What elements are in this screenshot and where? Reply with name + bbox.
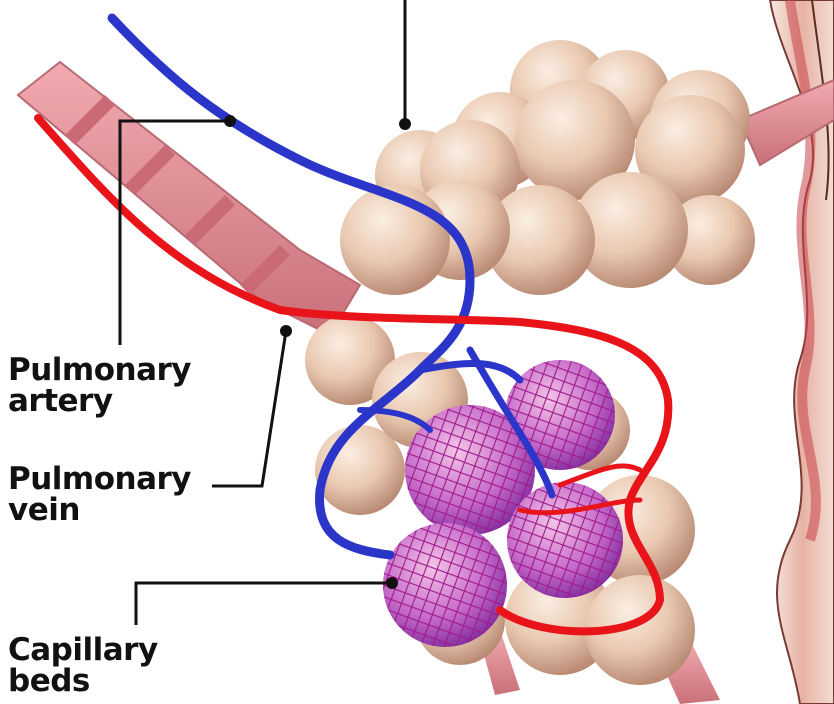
label-pulmonary-artery-line1: Pulmonary (8, 355, 191, 386)
label-pulmonary-artery-line2: artery (8, 386, 191, 417)
label-pulmonary-artery: Pulmonary artery (8, 355, 191, 417)
label-capillary-beds: Capillary beds (8, 635, 158, 697)
leader-line-capillary (136, 583, 392, 625)
leader-lines (120, 0, 405, 625)
leader-line-vein (212, 331, 286, 486)
leader-dot-capillary (386, 577, 398, 589)
label-capillary-beds-line2: beds (8, 666, 158, 697)
upper-alveolar-cluster (340, 40, 755, 295)
label-pulmonary-vein-line2: vein (8, 495, 191, 526)
label-pulmonary-vein: Pulmonary vein (8, 464, 191, 526)
label-pulmonary-vein-line1: Pulmonary (8, 464, 191, 495)
leader-dot-vein (280, 325, 292, 337)
label-capillary-beds-line1: Capillary (8, 635, 158, 666)
leader-dot-artery (224, 115, 236, 127)
leader-dot-top (399, 118, 411, 130)
